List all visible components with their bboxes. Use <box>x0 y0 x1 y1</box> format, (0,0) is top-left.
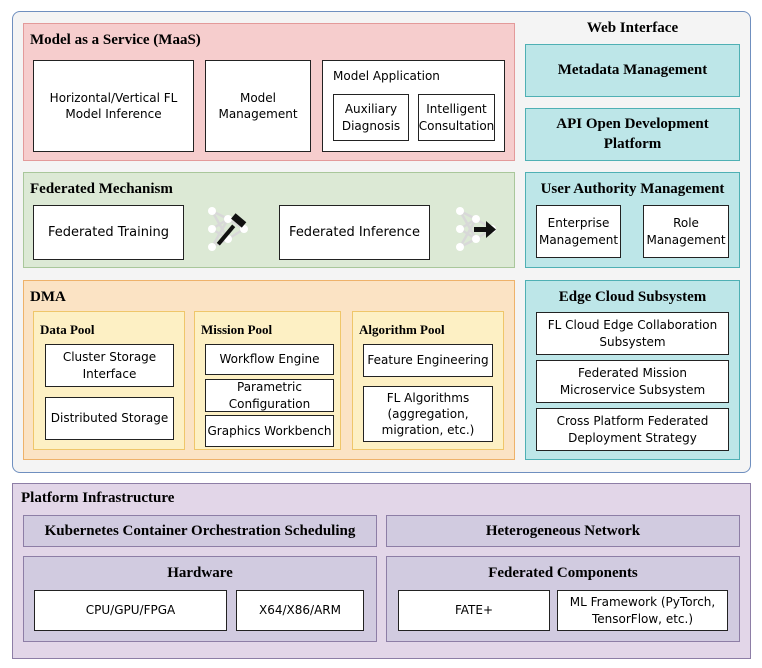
edge-cloud-panel: Edge Cloud Subsystem FL Cloud Edge Colla… <box>525 280 740 460</box>
fl-algorithms-label: FL Algorithms (aggregation, migration, e… <box>381 390 475 438</box>
metadata-management-box: Metadata Management <box>525 44 740 97</box>
cluster-storage-box: Cluster Storage Interface <box>45 344 174 387</box>
federated-training-box: Federated Training <box>33 205 184 260</box>
fl-algorithms-box: FL Algorithms (aggregation, migration, e… <box>363 386 493 442</box>
distributed-storage-label: Distributed Storage <box>50 411 169 426</box>
federated-training-label: Federated Training <box>47 224 170 240</box>
intelligent-consultation-box: Intelligent Consultation <box>418 94 495 141</box>
ml-framework-label: ML Framework (PyTorch, TensorFlow, etc.) <box>569 595 716 626</box>
fate-plus-label: FATE+ <box>454 603 494 618</box>
enterprise-management-box: Enterprise Management <box>536 205 621 258</box>
model-application-title: Model Application <box>333 69 440 83</box>
user-authority-panel: User Authority Management Enterprise Man… <box>525 172 740 268</box>
kubernetes-label: Kubernetes Container Orchestration Sched… <box>44 522 356 539</box>
network-hammer-icon <box>204 203 252 255</box>
mission-microservice-box: Federated Mission Microservice Subsystem <box>536 360 729 403</box>
workflow-engine-label: Workflow Engine <box>219 352 320 367</box>
mission-pool-panel: Mission Pool Workflow Engine Parametric … <box>194 311 341 450</box>
feature-engineering-box: Feature Engineering <box>363 344 493 377</box>
auxiliary-diagnosis-label: Auxiliary Diagnosis <box>341 102 401 133</box>
model-application-box: Model Application Auxiliary Diagnosis In… <box>322 60 505 152</box>
federated-components-title: Federated Components <box>488 565 638 581</box>
x64-x86-arm-label: X64/X86/ARM <box>259 603 341 618</box>
cpu-gpu-fpga-box: CPU/GPU/FPGA <box>34 590 227 631</box>
auxiliary-diagnosis-box: Auxiliary Diagnosis <box>333 94 409 141</box>
heterogeneous-network-box: Heterogeneous Network <box>386 515 740 547</box>
data-pool-title: Data Pool <box>40 322 95 337</box>
hardware-title: Hardware <box>167 565 233 581</box>
maas-title: Model as a Service (MaaS) <box>30 32 201 48</box>
enterprise-management-label: Enterprise Management <box>538 216 619 247</box>
cross-platform-label: Cross Platform Federated Deployment Stra… <box>556 414 709 445</box>
federated-mechanism-title: Federated Mechanism <box>30 181 173 197</box>
dma-title: DMA <box>30 289 66 305</box>
graphics-workbench-box: Graphics Workbench <box>205 415 334 447</box>
maas-management-label: Model Management <box>218 90 298 121</box>
maas-inference-box: Horizontal/Vertical FL Model Inference <box>33 60 194 152</box>
federated-inference-box: Federated Inference <box>279 205 430 260</box>
api-platform-box: API Open Development Platform <box>525 108 740 161</box>
mission-pool-title: Mission Pool <box>201 322 273 337</box>
fate-plus-box: FATE+ <box>398 590 550 631</box>
cluster-storage-label: Cluster Storage Interface <box>62 350 157 381</box>
graphics-workbench-label: Graphics Workbench <box>207 423 332 438</box>
federated-inference-label: Federated Inference <box>289 224 420 240</box>
web-interface-title: Web Interface <box>586 20 679 36</box>
maas-inference-label: Horizontal/Vertical FL Model Inference <box>49 90 178 121</box>
platform-infrastructure-panel: Platform Infrastructure Kubernetes Conta… <box>12 483 751 659</box>
ml-framework-box: ML Framework (PyTorch, TensorFlow, etc.) <box>557 590 728 631</box>
algorithm-pool-panel: Algorithm Pool Feature Engineering FL Al… <box>352 311 504 450</box>
x64-x86-arm-box: X64/X86/ARM <box>236 590 364 631</box>
distributed-storage-box: Distributed Storage <box>45 397 174 440</box>
feature-engineering-label: Feature Engineering <box>367 353 489 368</box>
heterogeneous-network-label: Heterogeneous Network <box>485 522 641 539</box>
network-arrow-icon <box>452 203 500 255</box>
edge-cloud-title: Edge Cloud Subsystem <box>558 289 707 305</box>
api-platform-label: API Open Development Platform <box>556 116 709 152</box>
role-management-box: Role Management <box>643 205 729 258</box>
parametric-configuration-label: Parametric Configuration <box>228 380 311 411</box>
federated-components-panel: Federated Components FATE+ ML Framework … <box>386 556 740 642</box>
metadata-management-label: Metadata Management <box>557 62 708 78</box>
cloud-edge-collaboration-label: FL Cloud Edge Collaboration Subsystem <box>547 318 718 349</box>
hardware-panel: Hardware CPU/GPU/FPGA X64/X86/ARM <box>23 556 377 642</box>
parametric-configuration-box: Parametric Configuration <box>205 379 334 412</box>
platform-infrastructure-title: Platform Infrastructure <box>21 490 175 506</box>
user-authority-title: User Authority Management <box>540 181 725 197</box>
dma-panel: DMA Data Pool Cluster Storage Interface … <box>23 280 515 460</box>
maas-management-box: Model Management <box>205 60 311 152</box>
data-pool-panel: Data Pool Cluster Storage Interface Dist… <box>33 311 185 450</box>
role-management-label: Role Management <box>646 216 726 247</box>
workflow-engine-box: Workflow Engine <box>205 344 334 375</box>
mission-microservice-label: Federated Mission Microservice Subsystem <box>559 366 706 397</box>
cross-platform-box: Cross Platform Federated Deployment Stra… <box>536 408 729 451</box>
cpu-gpu-fpga-label: CPU/GPU/FPGA <box>85 603 176 618</box>
maas-panel: Model as a Service (MaaS) Horizontal/Ver… <box>23 23 515 161</box>
cloud-edge-collaboration-box: FL Cloud Edge Collaboration Subsystem <box>536 312 729 355</box>
kubernetes-box: Kubernetes Container Orchestration Sched… <box>23 515 377 547</box>
algorithm-pool-title: Algorithm Pool <box>359 322 445 337</box>
federated-mechanism-panel: Federated Mechanism Federated Training F… <box>23 172 515 268</box>
intelligent-consultation-label: Intelligent Consultation <box>418 102 495 133</box>
